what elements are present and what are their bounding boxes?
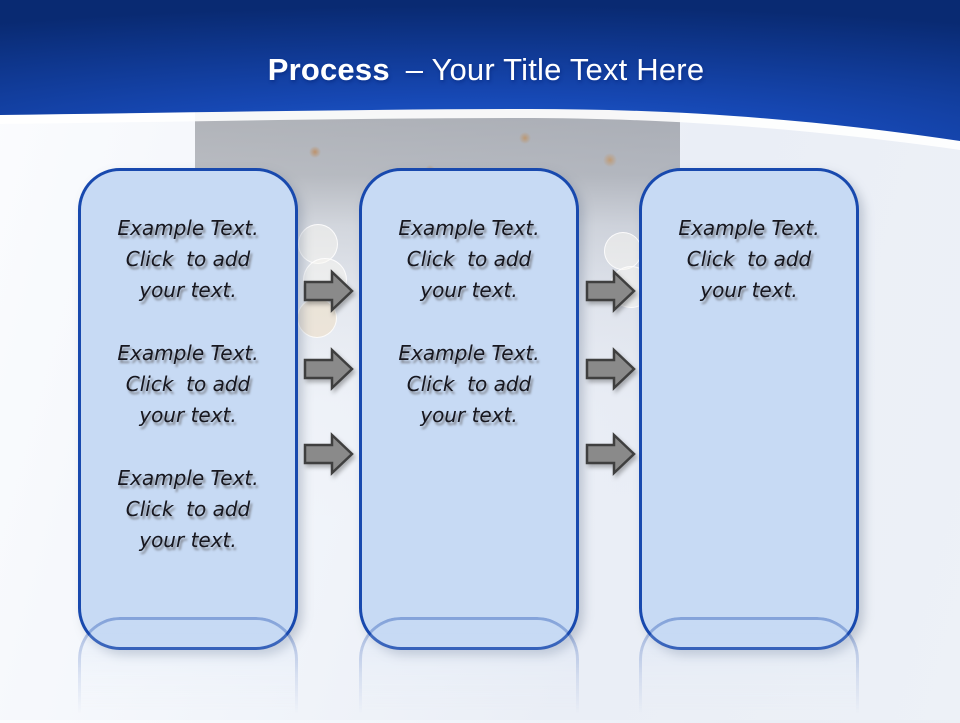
background-knob-circle <box>604 232 642 270</box>
text-placeholder[interactable]: Example Text. Click to add your text. <box>398 216 540 302</box>
text-placeholder[interactable]: Example Text. Click to add your text. <box>678 216 820 302</box>
process-box-step-1[interactable]: Example Text. Click to add your text. Ex… <box>78 168 298 650</box>
arrow-right-icon <box>303 269 354 313</box>
arrow-right-icon <box>585 432 636 476</box>
arrow-right-icon <box>585 347 636 391</box>
arrow-right-icon <box>585 269 636 313</box>
box-reflection <box>78 617 298 723</box>
text-placeholder[interactable]: Example Text. Click to add your text. <box>117 341 259 427</box>
text-placeholder[interactable]: Example Text. Click to add your text. <box>117 466 259 552</box>
process-box-step-3[interactable]: Example Text. Click to add your text. <box>639 168 859 650</box>
box-reflection <box>359 617 579 723</box>
slide-title-topic: Process <box>267 52 390 87</box>
box-reflection <box>639 617 859 723</box>
text-placeholder[interactable]: Example Text. Click to add your text. <box>398 341 540 427</box>
slide-title: Process – Your Title Text Here <box>0 52 960 88</box>
slide-title-subtitle: – Your Title Text Here <box>405 52 705 87</box>
background-knob-circle <box>298 224 338 264</box>
header-wave-shape <box>0 0 960 150</box>
text-placeholder[interactable]: Example Text. Click to add your text. <box>117 216 259 302</box>
arrow-right-icon <box>303 432 354 476</box>
arrow-right-icon <box>303 347 354 391</box>
process-box-step-2[interactable]: Example Text. Click to add your text. Ex… <box>359 168 579 650</box>
